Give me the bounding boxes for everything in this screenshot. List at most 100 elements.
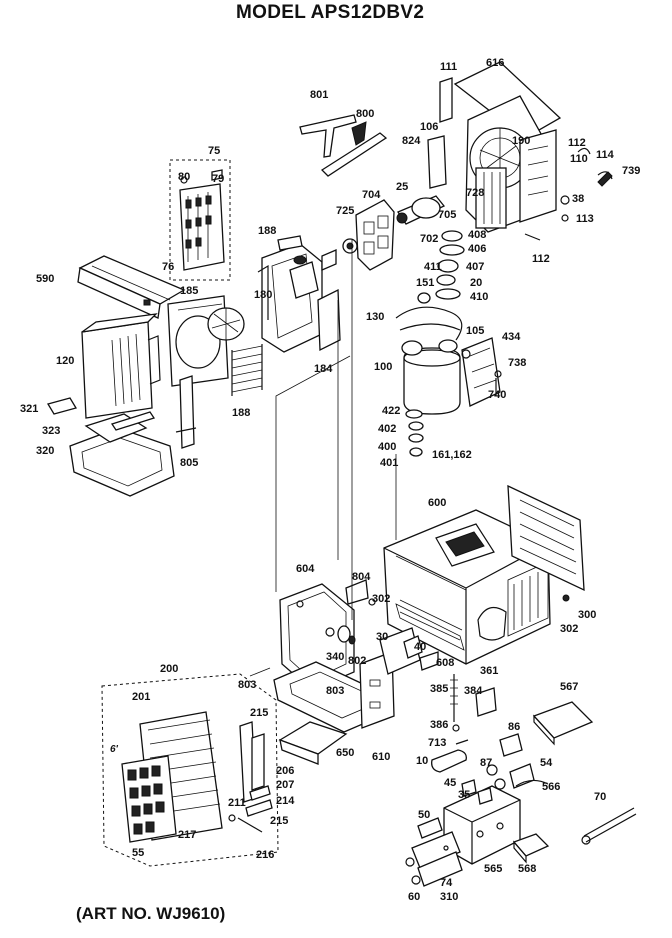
label-188-top: 188 xyxy=(258,225,276,237)
label-340: 340 xyxy=(326,651,344,663)
label-151: 151 xyxy=(416,277,434,289)
label-120: 120 xyxy=(56,355,74,367)
front-panel-top-590 xyxy=(77,255,186,319)
label-215-top: 215 xyxy=(250,707,268,719)
label-739: 739 xyxy=(622,165,640,177)
label-406: 406 xyxy=(468,243,486,255)
label-323: 323 xyxy=(42,425,60,437)
label-185: 185 xyxy=(180,285,198,297)
label-70: 70 xyxy=(594,791,606,803)
label-728: 728 xyxy=(466,187,484,199)
label-201: 201 xyxy=(132,691,150,703)
label-702: 702 xyxy=(420,233,438,245)
part-number-labels: 801 800 111 616 75 80 79 824 106 190 112… xyxy=(20,57,640,903)
base-tray-320 xyxy=(47,397,175,497)
label-704: 704 xyxy=(362,189,381,201)
label-76: 76 xyxy=(162,261,174,273)
label-130: 130 xyxy=(366,311,384,323)
label-740: 740 xyxy=(488,389,506,401)
motor-mount-drawing xyxy=(342,195,446,271)
clip-568 xyxy=(512,833,550,864)
label-400: 400 xyxy=(378,441,396,453)
label-604: 604 xyxy=(296,563,315,575)
label-705: 705 xyxy=(438,209,456,221)
label-302-mid: 302 xyxy=(372,593,390,605)
bracket-801-drawing xyxy=(299,114,357,158)
label-211: 211 xyxy=(228,797,246,809)
control-panel-75 xyxy=(169,159,231,281)
motor-bracket-184 xyxy=(257,235,341,353)
control-box-565 xyxy=(443,779,549,865)
label-801: 801 xyxy=(310,89,328,101)
label-40: 40 xyxy=(414,641,426,653)
label-216: 216 xyxy=(256,849,274,861)
compressor-100 xyxy=(395,306,502,415)
label-803-mid: 803 xyxy=(326,685,344,697)
label-80: 80 xyxy=(178,171,190,183)
label-616: 616 xyxy=(486,57,504,69)
label-113: 113 xyxy=(576,213,594,225)
label-321: 321 xyxy=(20,403,38,415)
label-111: 111 xyxy=(440,61,457,73)
label-50: 50 xyxy=(418,809,430,821)
label-300: 300 xyxy=(578,609,596,621)
label-401: 401 xyxy=(380,457,398,469)
label-713: 713 xyxy=(428,737,446,749)
art-number: (ART NO. WJ9610) xyxy=(76,904,226,923)
label-568: 568 xyxy=(518,863,536,875)
label-30: 30 xyxy=(376,631,388,643)
label-422: 422 xyxy=(382,405,400,417)
label-180: 180 xyxy=(254,289,272,301)
label-114: 114 xyxy=(596,149,615,161)
label-384: 384 xyxy=(464,685,483,697)
label-610: 610 xyxy=(372,751,390,763)
base-pan-604 xyxy=(273,579,421,733)
label-54: 54 xyxy=(540,757,553,769)
label-200: 200 xyxy=(160,663,178,675)
label-385: 385 xyxy=(430,683,448,695)
mounting-hardware-stack xyxy=(417,230,465,304)
label-804: 804 xyxy=(352,571,371,583)
label-566: 566 xyxy=(542,781,560,793)
label-650: 650 xyxy=(336,747,354,759)
label-320: 320 xyxy=(36,445,54,457)
label-214: 214 xyxy=(276,795,295,807)
grille-mark-6: 6' xyxy=(110,744,119,755)
assembly-leader-lines xyxy=(249,240,397,677)
label-361: 361 xyxy=(480,665,498,677)
label-184: 184 xyxy=(314,363,333,375)
drain-rod-70 xyxy=(581,807,637,845)
label-802: 802 xyxy=(348,655,366,667)
label-590: 590 xyxy=(36,273,54,285)
label-206: 206 xyxy=(276,765,294,777)
label-188-bottom: 188 xyxy=(232,407,250,419)
label-60: 60 xyxy=(408,891,420,903)
small-parts-112-114-739 xyxy=(524,147,613,241)
front-grille-assembly-200: 6' xyxy=(101,673,279,867)
bracket-805 xyxy=(175,375,197,449)
label-411: 411 xyxy=(424,261,442,273)
blower-housing-185 xyxy=(167,295,245,387)
label-190: 190 xyxy=(512,135,530,147)
label-86: 86 xyxy=(508,721,520,733)
label-20: 20 xyxy=(470,277,482,289)
label-310: 310 xyxy=(440,891,458,903)
rear-grille-300 xyxy=(507,484,585,602)
label-110: 110 xyxy=(570,153,588,165)
label-738: 738 xyxy=(508,357,526,369)
label-10: 10 xyxy=(416,755,428,767)
label-302-right: 302 xyxy=(560,623,578,635)
label-434: 434 xyxy=(502,331,521,343)
label-565: 565 xyxy=(484,863,502,875)
label-410: 410 xyxy=(470,291,488,303)
label-600: 600 xyxy=(428,497,446,509)
label-87: 87 xyxy=(480,757,492,769)
label-408: 408 xyxy=(468,229,486,241)
label-824: 824 xyxy=(402,135,421,147)
evaporator-coil-188 xyxy=(231,344,263,396)
label-161-162: 161,162 xyxy=(432,449,472,461)
partition-assembly-drawing xyxy=(427,61,562,233)
label-55: 55 xyxy=(132,847,144,859)
label-79: 79 xyxy=(212,173,224,185)
